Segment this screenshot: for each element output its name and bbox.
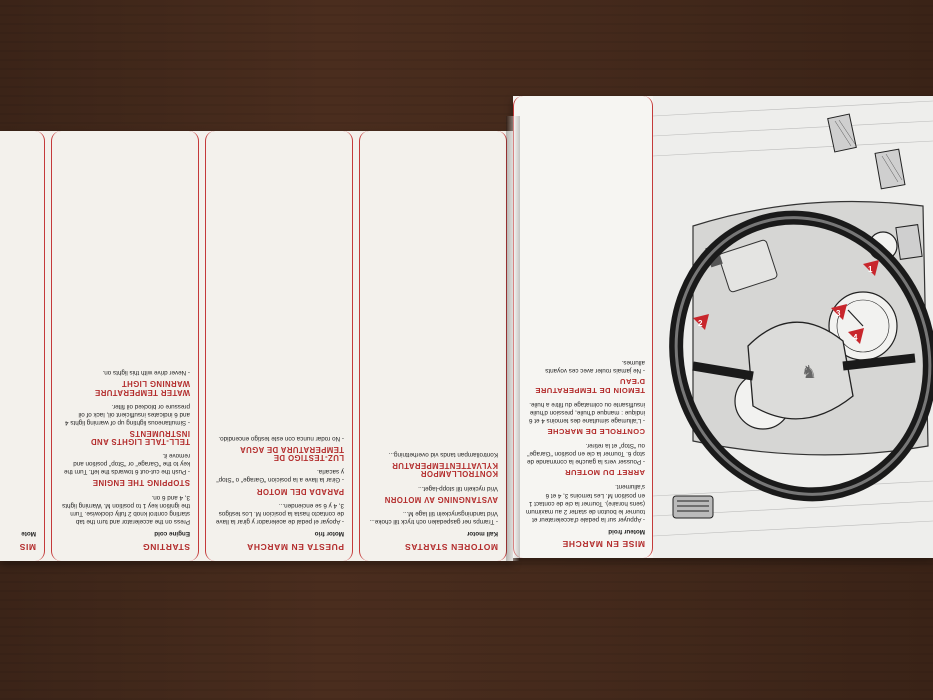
callout-4-arrow xyxy=(848,328,864,344)
column-heading: TELL-TALE LIGHTS AND INSTRUMENTS xyxy=(90,428,190,447)
callout-label: 1 xyxy=(868,265,873,274)
column-text: Vrid nyckeln till stopp-laget... xyxy=(418,484,498,492)
column-title: PUESTA EN MARCHA xyxy=(246,542,344,552)
callout-label: 3 xyxy=(836,309,841,318)
column-heading: WATER TEMPERATURE WARNING LIGHT xyxy=(94,379,190,397)
column-heading: ARRET DU MOTEUR xyxy=(564,468,645,478)
column-text: - No rodar nunca con este testigo encend… xyxy=(218,435,344,443)
column-text: - L'allumage simultane des temoins 4 et … xyxy=(528,400,645,424)
owners-manual-booklet: MOTOREN STARTAS Kall motor - Tramps ner … xyxy=(0,96,933,564)
column-heading: STOPPING THE ENGINE xyxy=(92,478,190,488)
callout-label: 4 xyxy=(853,333,858,342)
column-subhead: Mote xyxy=(21,529,36,537)
column-french-partial: MIS Mote xyxy=(0,131,45,561)
upside-down-columns: MOTOREN STARTAS Kall motor - Tramps ner … xyxy=(0,131,513,561)
column-title: STARTING xyxy=(142,542,190,552)
column-heading: PARADA DEL MOTOR xyxy=(256,486,344,496)
column-subhead: Kall motor xyxy=(466,529,498,537)
column-spanish: PUESTA EN MARCHA Motor frio - Apoyar el … xyxy=(205,131,353,561)
column-text: - Simultaneous lighting up of warning li… xyxy=(65,402,190,426)
column-heading: KONTROLLAMPOR KYLVATTENTEMPERATUR xyxy=(391,461,498,479)
booklet-spine xyxy=(506,116,520,561)
callout-3-arrow xyxy=(831,304,847,320)
column-title: MIS xyxy=(19,542,36,552)
column-text: - Appuyer sur la pedale d'accelerateur e… xyxy=(525,483,645,523)
column-subhead: Motor frio xyxy=(314,529,344,537)
column-heading: LUZ-TESTIGO DE TEMPERATURA DE AGUA xyxy=(239,445,344,463)
column-title: MISE EN MARCHE xyxy=(561,539,645,549)
air-vent xyxy=(672,495,714,519)
column-text: - Ne jamais rouler avec ces voyants allu… xyxy=(545,359,645,375)
callout-2-arrow xyxy=(693,314,709,330)
column-text: - Apoyar el pedal de acelerador y girar … xyxy=(215,501,344,525)
callout-label: 2 xyxy=(698,319,703,328)
callout-1-arrow xyxy=(863,260,879,276)
right-page: MISE EN MARCHE Moteur froid - Appuyer su… xyxy=(513,96,933,558)
column-text: - Push the cut-out 6 towards the left. T… xyxy=(63,452,190,476)
column-subhead: Engine cold xyxy=(154,529,190,537)
dashboard-illustration: ♞ 1 2 3 4 xyxy=(653,96,933,558)
column-heading: AVSTANGNING AV MOTORN xyxy=(384,494,498,504)
column-text: - Pousser vers la gauche la commande de … xyxy=(527,442,645,466)
left-page: MOTOREN STARTAS Kall motor - Tramps ner … xyxy=(0,131,513,561)
column-text: - Girar la llave a la posicion "Garage" … xyxy=(216,468,344,484)
column-french: MISE EN MARCHE Moteur froid - Appuyer su… xyxy=(513,96,653,558)
column-text: - Tramps ner gaspedalen och tryck till c… xyxy=(369,509,498,525)
column-text: - Never drive with this lights on. xyxy=(102,369,191,377)
column-title: MOTOREN STARTAS xyxy=(404,542,498,552)
lion-emblem-icon: ♞ xyxy=(801,362,817,383)
column-heading: CONTROLE DE MARCHE xyxy=(547,426,645,436)
column-english: STARTING Engine cold Press on the accele… xyxy=(51,131,199,561)
column-subhead: Moteur froid xyxy=(608,527,645,535)
pedals xyxy=(827,113,923,260)
column-text: Press on the accelerator and turn the ta… xyxy=(62,493,190,525)
column-heading: TEMOIN DE TEMPERATURE D'EAU xyxy=(535,377,645,395)
column-text: Kontrollampan tands vid overhettning... xyxy=(388,451,498,459)
column-swedish: MOTOREN STARTAS Kall motor - Tramps ner … xyxy=(359,131,507,561)
